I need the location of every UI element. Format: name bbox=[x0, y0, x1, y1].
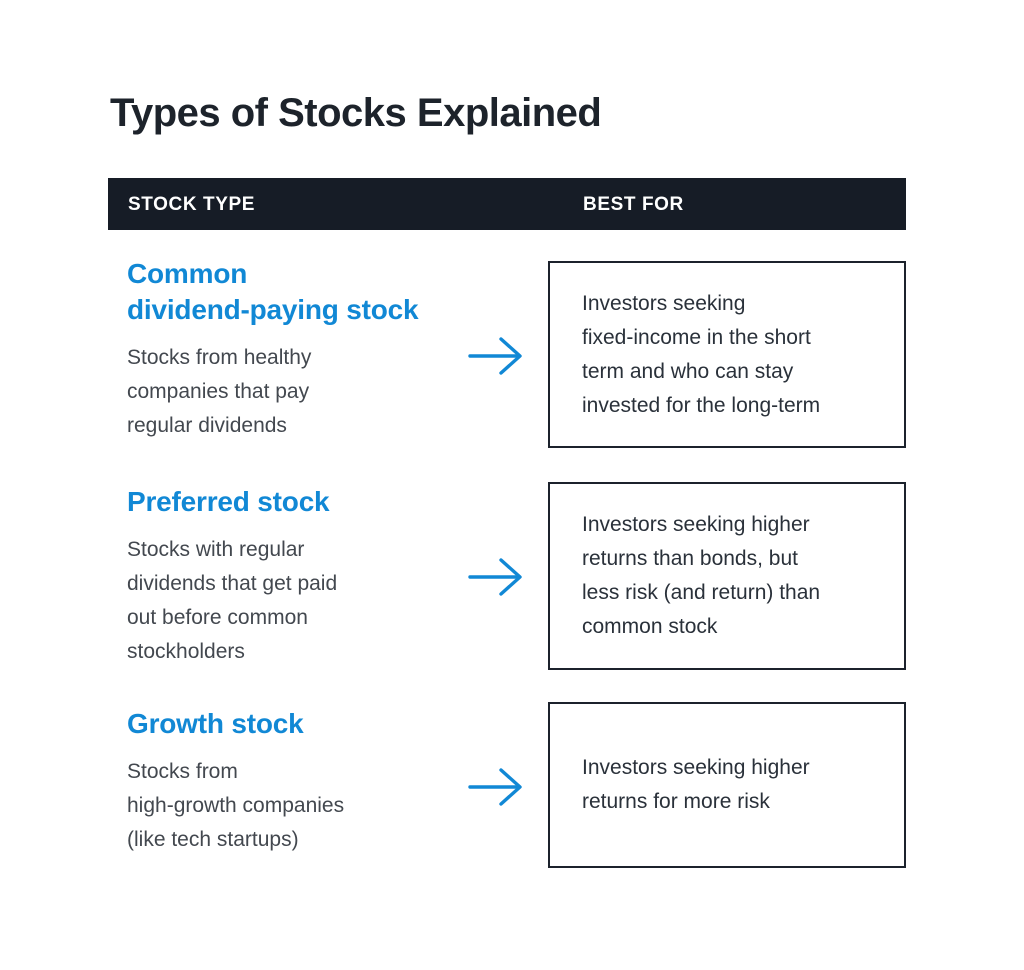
stock-type-cell: Growth stock Stocks from high-growth com… bbox=[127, 706, 467, 857]
stock-type-cell: Common dividend-paying stock Stocks from… bbox=[127, 256, 467, 443]
column-header-best-for: BEST FOR bbox=[583, 193, 684, 215]
best-for-box: Investors seeking higher returns than bo… bbox=[548, 482, 906, 670]
stock-type-cell: Preferred stock Stocks with regular divi… bbox=[127, 484, 467, 669]
column-header-stock-type: STOCK TYPE bbox=[128, 193, 256, 215]
table-header-bar: STOCK TYPE BEST FOR bbox=[108, 178, 906, 230]
stock-type-heading: Growth stock bbox=[127, 708, 304, 739]
stock-type-heading: Preferred stock bbox=[127, 486, 330, 517]
best-for-text: Investors seeking higher returns than bo… bbox=[582, 513, 821, 638]
stock-type-heading: Common dividend-paying stock bbox=[127, 258, 419, 325]
best-for-box: Investors seeking higher returns for mor… bbox=[548, 702, 906, 868]
stock-type-description: Stocks with regular dividends that get p… bbox=[127, 538, 338, 663]
best-for-text: Investors seeking fixed-income in the sh… bbox=[582, 291, 821, 417]
best-for-text: Investors seeking higher returns for mor… bbox=[582, 756, 810, 813]
right-arrow-icon bbox=[468, 334, 526, 378]
best-for-box: Investors seeking fixed-income in the sh… bbox=[548, 261, 906, 448]
stock-type-description: Stocks from high-growth companies (like … bbox=[127, 760, 345, 851]
page-title: Types of Stocks Explained bbox=[110, 91, 602, 135]
stock-type-description: Stocks from healthy companies that pay r… bbox=[127, 346, 312, 437]
right-arrow-icon bbox=[468, 555, 526, 599]
right-arrow-icon bbox=[468, 765, 526, 809]
